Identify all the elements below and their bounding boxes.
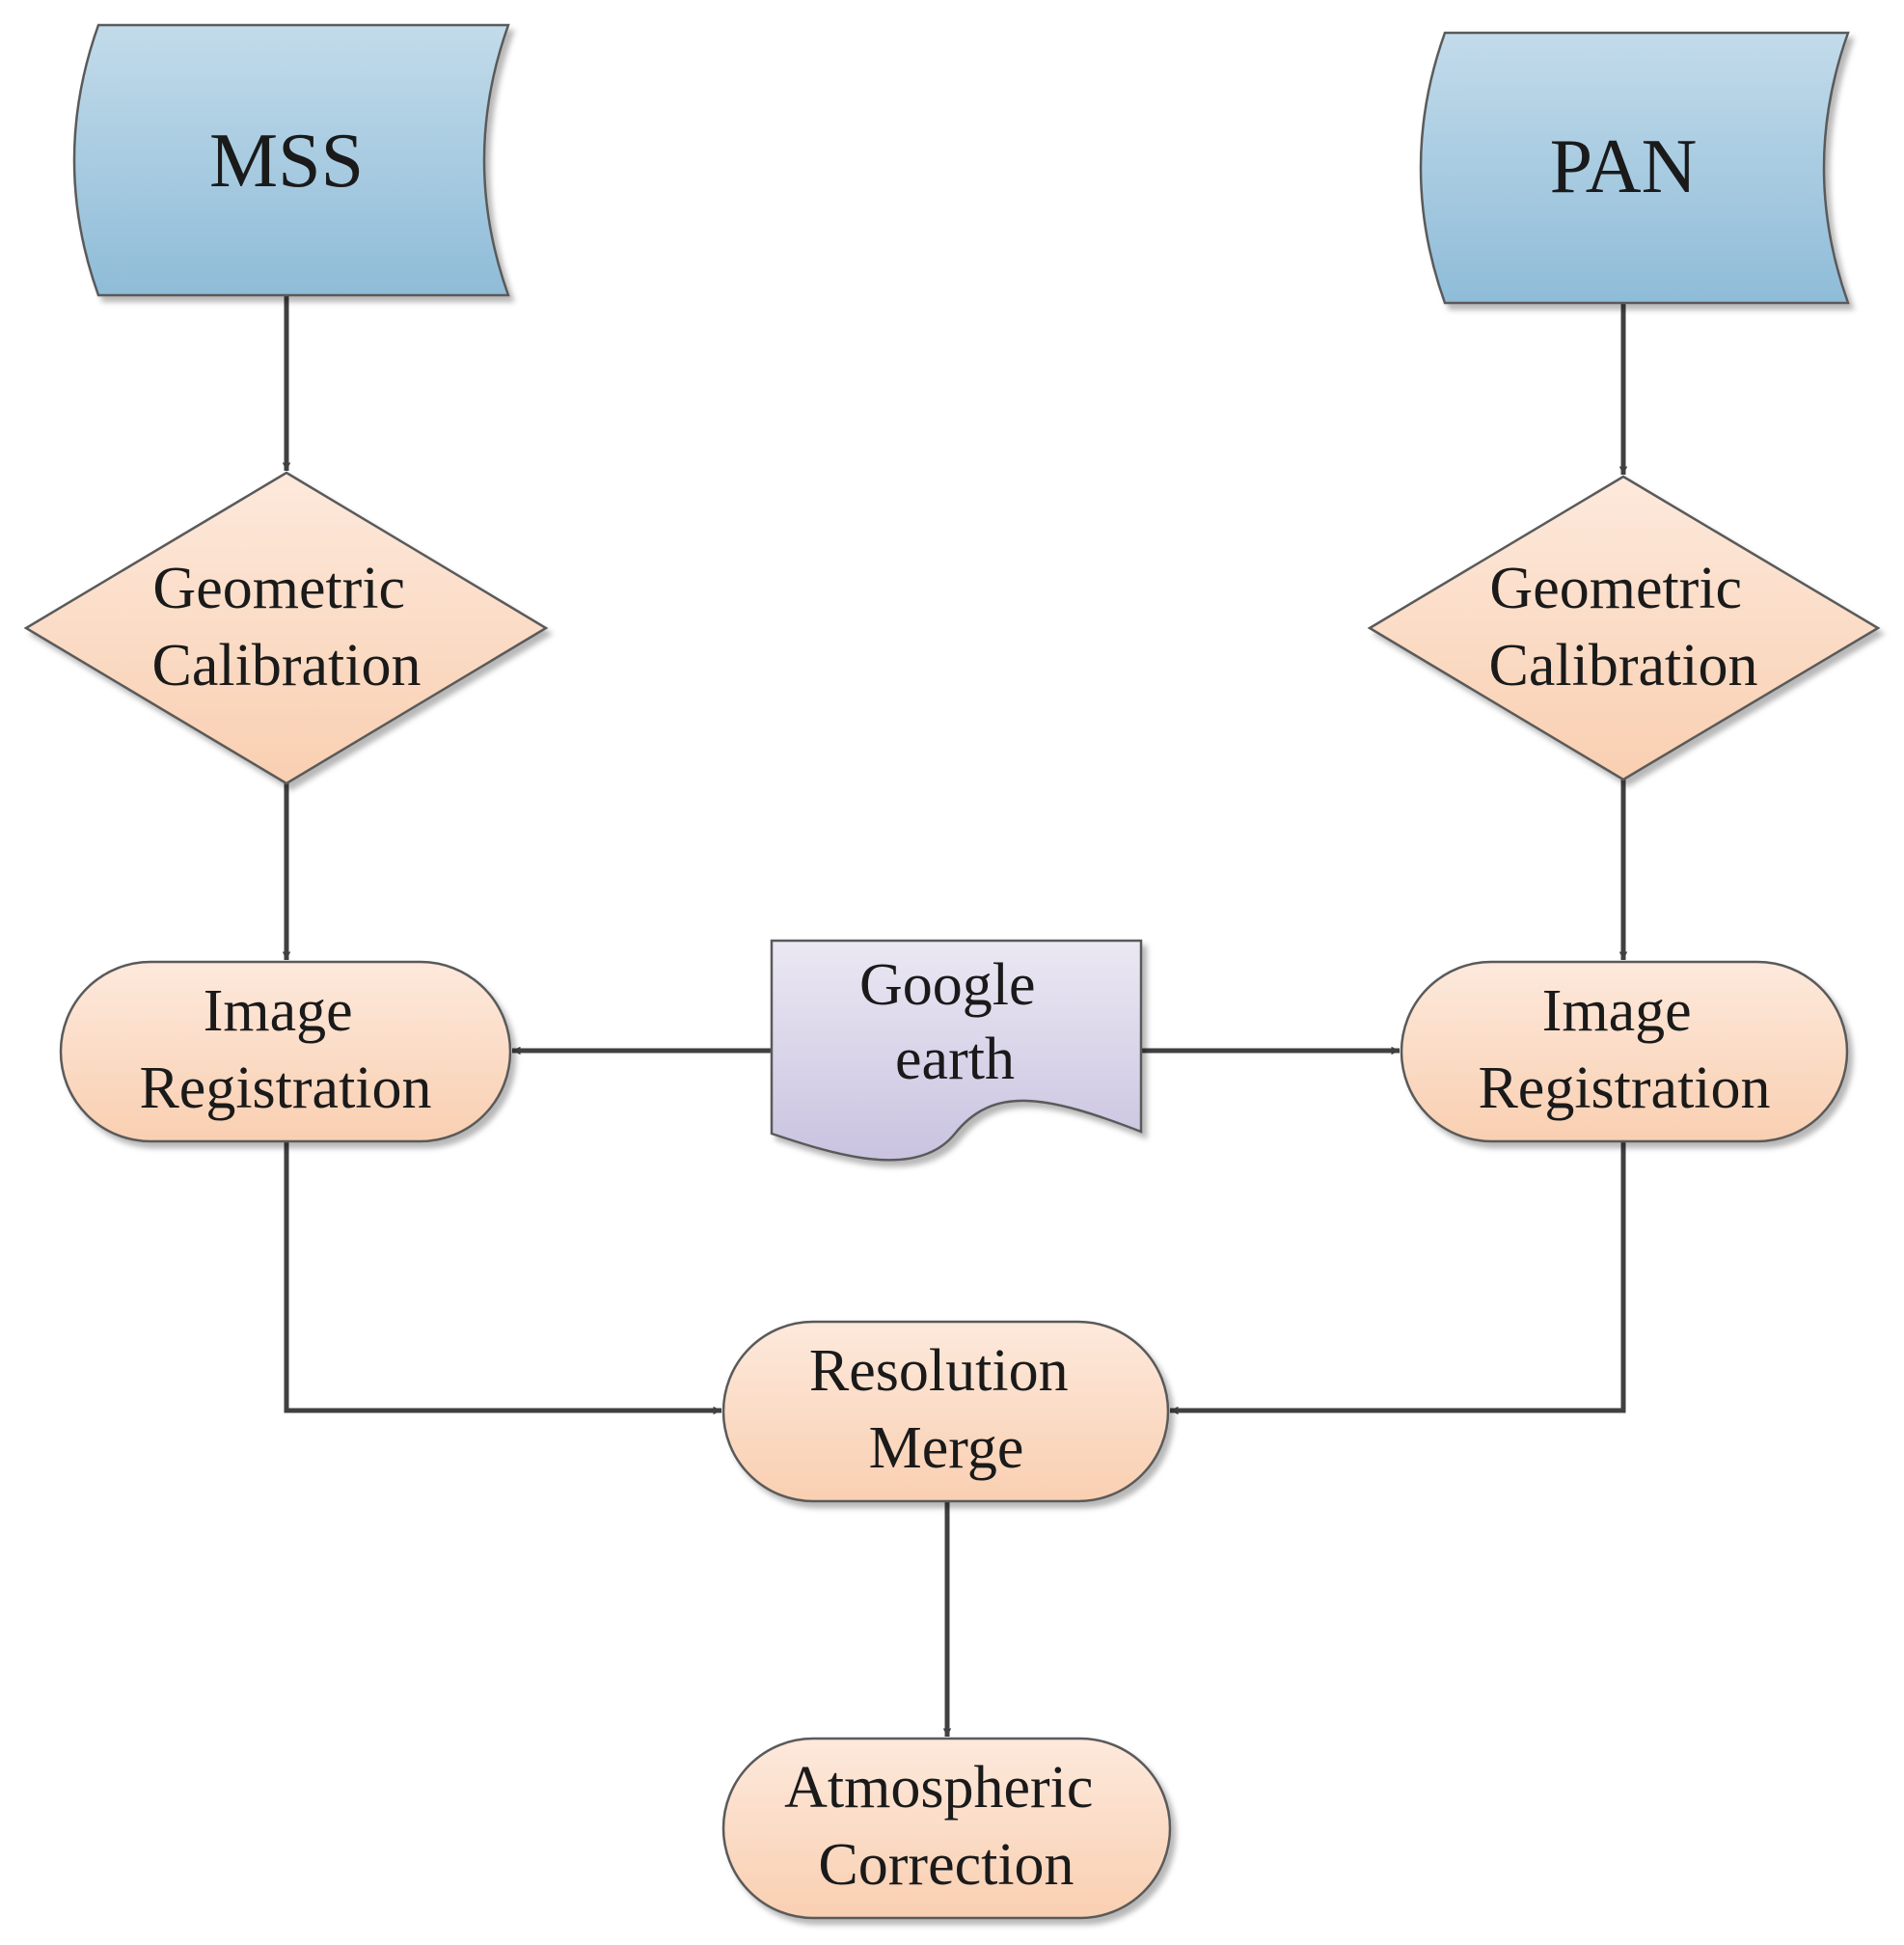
terminator-shape-img-reg-left bbox=[59, 960, 512, 1143]
label-geo-cal-left-line-2: Calibration bbox=[152, 633, 422, 699]
node-geometric-calibration-right: Geometric Calibration bbox=[1367, 475, 1881, 781]
label-atmospheric-correction-line-2: Correction bbox=[818, 1832, 1074, 1898]
label-mss: MSS bbox=[209, 119, 364, 204]
label-geo-cal-right-line-1: Geometric bbox=[1489, 556, 1742, 621]
decision-shape-geo-cal-right bbox=[1367, 475, 1881, 781]
label-atmospheric-correction: Atmospheric Correction bbox=[784, 1755, 1108, 1898]
label-geo-cal-right-line-2: Calibration bbox=[1489, 633, 1758, 699]
terminator-shape-img-reg-right bbox=[1400, 960, 1849, 1143]
label-google-earth-line-1: Google bbox=[859, 952, 1036, 1018]
label-img-reg-right: Image Registration bbox=[1478, 978, 1770, 1121]
node-image-registration-left: Image Registration bbox=[59, 960, 512, 1143]
stored-data-shape-pan bbox=[1419, 31, 1850, 305]
label-img-reg-left: Image Registration bbox=[139, 978, 431, 1121]
label-geo-cal-right: Geometric Calibration bbox=[1489, 556, 1758, 699]
label-img-reg-left-line-1: Image bbox=[204, 978, 353, 1044]
label-geo-cal-left-line-1: Geometric bbox=[152, 556, 405, 621]
label-resolution-merge: Resolution Merge bbox=[809, 1338, 1083, 1481]
label-img-reg-right-line-1: Image bbox=[1542, 978, 1692, 1044]
node-image-registration-right: Image Registration bbox=[1400, 960, 1849, 1143]
label-geo-cal-left: Geometric Calibration bbox=[152, 556, 422, 699]
label-img-reg-right-line-2: Registration bbox=[1478, 1055, 1770, 1121]
node-mss: MSS bbox=[72, 23, 510, 297]
node-atmospheric-correction: Atmospheric Correction bbox=[721, 1737, 1172, 1920]
arrow-img-reg-right-to-resolution-merge bbox=[1170, 1141, 1626, 1415]
stored-data-shape-mss bbox=[72, 23, 510, 297]
connectors bbox=[282, 295, 1628, 1737]
terminator-shape-atmospheric-correction bbox=[721, 1737, 1172, 1920]
node-resolution-merge: Resolution Merge bbox=[721, 1320, 1170, 1503]
arrow-img-reg-left-to-resolution-merge bbox=[284, 1141, 721, 1415]
label-resolution-merge-line-1: Resolution bbox=[809, 1338, 1069, 1404]
decision-shape-geo-cal-left bbox=[23, 471, 549, 785]
label-google-earth-line-2: earth bbox=[895, 1027, 1015, 1092]
label-pan: PAN bbox=[1550, 124, 1698, 209]
label-resolution-merge-line-2: Merge bbox=[869, 1415, 1024, 1481]
label-google-earth: Google earth bbox=[859, 952, 1050, 1092]
node-geometric-calibration-left: Geometric Calibration bbox=[23, 471, 549, 785]
document-shape-google-earth bbox=[770, 939, 1143, 1162]
node-google-earth: Google earth bbox=[770, 939, 1143, 1162]
node-pan: PAN bbox=[1419, 31, 1850, 305]
label-img-reg-left-line-2: Registration bbox=[139, 1055, 431, 1121]
label-atmospheric-correction-line-1: Atmospheric bbox=[784, 1755, 1093, 1821]
terminator-shape-resolution-merge bbox=[721, 1320, 1170, 1503]
